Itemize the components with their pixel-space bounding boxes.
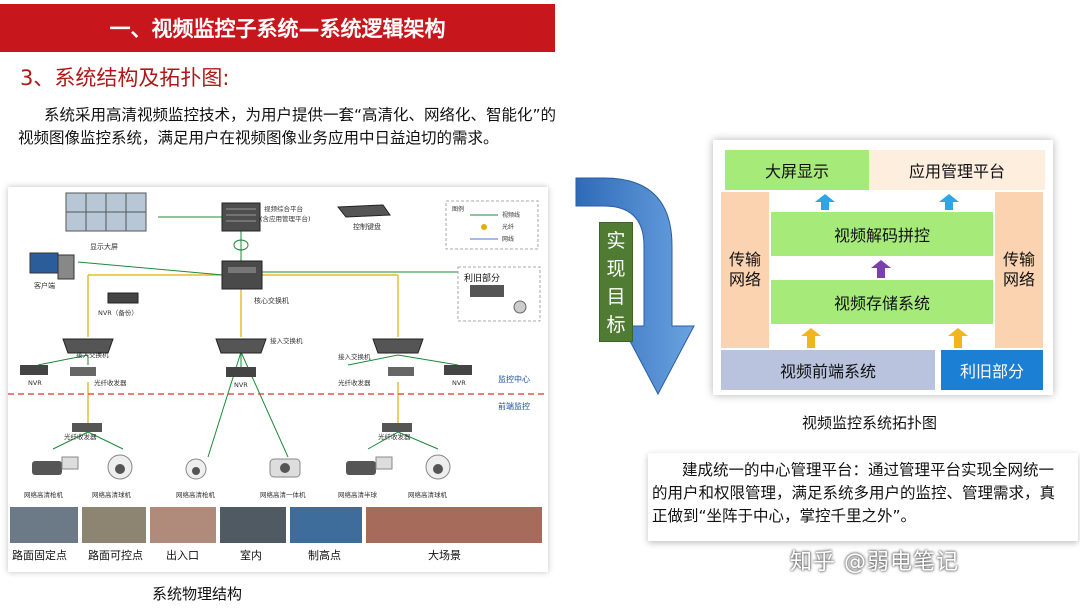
physical-structure-svg: 显示大屏 客户端 视频综合平台 (含应用管理平台) 控制键盘 图例 视频线 光纤 bbox=[8, 192, 548, 562]
camera-label-4: 网络高清一体机 bbox=[260, 490, 306, 499]
fiber-transceiver-label-2: 光纤收发器 bbox=[338, 378, 371, 387]
physical-structure-diagram: 显示大屏 客户端 视频综合平台 (含应用管理平台) 控制键盘 图例 视频线 光纤 bbox=[8, 187, 548, 572]
section-title: 3、系统结构及拓扑图: bbox=[20, 66, 230, 90]
curved-arrow-icon bbox=[575, 177, 695, 396]
client-pc-icon bbox=[29, 252, 75, 280]
page-title: 一、视频监控子系统—系统逻辑架构 bbox=[109, 17, 446, 41]
topo-transport-left-line1: 传输 bbox=[728, 250, 761, 269]
realize-goal-label: 实现目标 bbox=[599, 222, 633, 342]
scene-label-1: 路面固定点 bbox=[12, 548, 67, 562]
topology-diagram: 大屏显示 应用管理平台 传输 网络 传输 网络 视频解码拼控 视频存储系统 视频… bbox=[713, 140, 1053, 395]
topo-video-decode: 视频解码拼控 bbox=[771, 212, 993, 256]
keyboard-label: 控制键盘 bbox=[353, 222, 381, 231]
legend-video: 视频线 bbox=[502, 211, 520, 219]
nvr-backup-icon bbox=[107, 292, 139, 304]
legend-title: 图例 bbox=[452, 205, 464, 213]
scene-label-4: 室内 bbox=[240, 548, 262, 562]
front-transceiver-label-2: 光纤收发器 bbox=[378, 432, 411, 441]
legend-fiber: 光纤 bbox=[502, 223, 514, 231]
scene-photos bbox=[10, 507, 542, 543]
scene-label-6: 大场景 bbox=[428, 548, 461, 562]
realize-goal-text: 实现目标 bbox=[606, 230, 626, 336]
topology-caption: 视频监控系统拓扑图 bbox=[802, 414, 938, 432]
access-switch-label-2: 接入交换机 bbox=[270, 336, 303, 345]
front-transceiver-label-1: 光纤收发器 bbox=[64, 432, 97, 441]
platform-sub-label: (含应用管理平台) bbox=[260, 214, 311, 223]
access-switch-label-1: 接入交换机 bbox=[76, 350, 109, 359]
reuse-box bbox=[457, 266, 541, 322]
topo-transport-right: 传输 网络 bbox=[995, 192, 1043, 348]
control-keyboard-icon bbox=[336, 204, 391, 218]
legend: 图例 视频线 光纤 网线 bbox=[445, 200, 539, 250]
platform-link-icon bbox=[233, 239, 249, 251]
platform-server-icon bbox=[221, 202, 261, 232]
camera-label-2: 网络高清球机 bbox=[92, 490, 132, 499]
legend-net: 网线 bbox=[502, 235, 514, 243]
nvr-backup-label: NVR（备份） bbox=[98, 308, 138, 317]
client-label: 客户端 bbox=[34, 281, 55, 290]
up-arrow-purple-icon bbox=[871, 260, 891, 278]
monitor-center-label: 监控中心 bbox=[498, 374, 530, 384]
topo-video-front: 视频前端系统 bbox=[721, 350, 935, 390]
topo-app-platform: 应用管理平台 bbox=[869, 150, 1045, 190]
camera-label-6: 网络高清球机 bbox=[408, 490, 448, 499]
up-arrow-blue-icons bbox=[815, 194, 959, 210]
access-switch-icons bbox=[62, 338, 424, 354]
front-monitor-label: 前端监控 bbox=[498, 401, 530, 411]
up-arrow-yellow-icons bbox=[801, 328, 968, 348]
description-paragraph: 建成统一的中心管理平台：通过管理平台实现全网统一的用户和权限管理，满足系统多用户… bbox=[648, 453, 1078, 541]
camera-label-1: 网络高清枪机 bbox=[24, 490, 64, 499]
net-lines bbox=[37, 216, 459, 458]
scene-label-3: 出入口 bbox=[166, 548, 199, 562]
topo-large-screen: 大屏显示 bbox=[725, 150, 869, 190]
reuse-label: 利旧部分 bbox=[464, 272, 500, 284]
access-switch-label-3: 接入交换机 bbox=[338, 352, 371, 361]
core-switch-icon bbox=[221, 260, 263, 290]
camera-label-5: 网络高清半球 bbox=[338, 490, 378, 499]
topo-reuse: 利旧部分 bbox=[941, 350, 1043, 390]
intro-paragraph: 系统采用高清视频监控技术，为用户提供一套“高清化、网络化、智能化”的视频图像监控… bbox=[18, 106, 557, 147]
display-wall-icon bbox=[65, 192, 147, 232]
camera-label-3: 网络高清枪机 bbox=[176, 490, 216, 499]
topo-transport-right-line2: 网络 bbox=[1002, 270, 1035, 289]
camera-icons bbox=[32, 454, 451, 480]
curved-arrow bbox=[574, 176, 704, 398]
front-transceiver-icons bbox=[72, 423, 412, 432]
scene-label-5: 制高点 bbox=[308, 548, 341, 562]
nvr-icons bbox=[20, 365, 472, 377]
nvr-label-2: NVR bbox=[234, 381, 248, 389]
scene-label-2: 路面可控点 bbox=[88, 548, 143, 562]
nvr-label-3: NVR bbox=[452, 379, 466, 387]
topo-transport-left-line2: 网络 bbox=[728, 270, 761, 289]
physical-caption: 系统物理结构 bbox=[152, 585, 243, 603]
platform-label: 视频综合平台 bbox=[264, 204, 303, 213]
title-banner: 一、视频监控子系统—系统逻辑架构 bbox=[0, 4, 555, 52]
topo-video-storage: 视频存储系统 bbox=[771, 280, 993, 324]
fiber-transceiver-label-1: 光纤收发器 bbox=[94, 378, 127, 387]
display-wall-label: 显示大屏 bbox=[90, 242, 118, 251]
nvr-label-1: NVR bbox=[28, 379, 42, 387]
core-switch-label: 核心交换机 bbox=[254, 296, 289, 305]
watermark: 知乎 @弱电笔记 bbox=[790, 550, 959, 575]
topo-transport-left: 传输 网络 bbox=[721, 192, 769, 348]
topo-transport-right-line1: 传输 bbox=[1002, 250, 1035, 269]
